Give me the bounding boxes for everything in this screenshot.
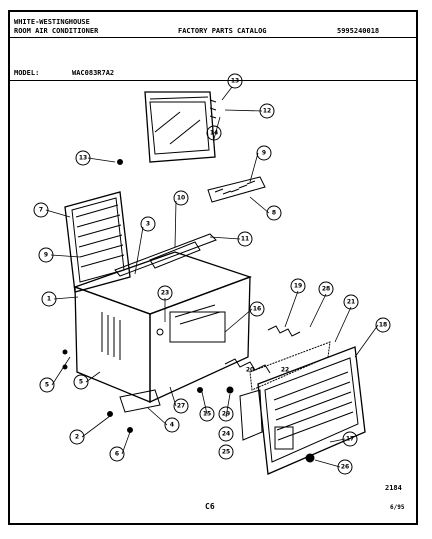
callout-8: 8 [272,210,276,217]
model-value: WAC083R7A2 [72,69,115,77]
coil-part [224,325,301,374]
brand-line-1: WHITE-WESTINGHOUSE [14,18,90,26]
callout-9-right: 9 [262,150,266,157]
front-grille-part [144,91,217,163]
callout-6: 6 [115,451,119,458]
callout-25: 25 [222,449,230,456]
callout-12: 12 [263,108,271,115]
louver-part [207,176,266,203]
base-pan-part [119,389,161,413]
parts-catalog-page: WHITE-WESTINGHOUSE ROOM AIR CONDITIONER … [8,10,418,525]
callout-7: 7 [39,207,43,214]
callout-22: 22 [281,367,289,374]
callout-2: 2 [75,434,79,441]
filter-mesh-part [249,341,331,391]
exploded-parts-diagram: 13 12 14 9 8 13 7 9 3 10 11 1 23 16 19 2… [33,73,391,475]
drawing-number: 2184 [385,484,402,492]
callout-28: 28 [322,286,330,293]
callout-13-left: 13 [79,155,87,162]
model-divider [10,80,416,81]
callout-29: 29 [222,411,230,418]
catalog-title: FACTORY PARTS CATALOG [178,27,267,35]
callout-4: 4 [170,422,174,429]
cabinet-part [73,251,252,404]
callout-26: 26 [341,464,349,471]
callout-16: 16 [253,306,261,313]
callout-5-left: 5 [45,382,49,389]
callout-19: 19 [294,283,302,290]
callout-20: 20 [246,367,254,374]
callout-3: 3 [146,221,150,228]
filter-panel-part [64,191,131,293]
callout-1: 1 [47,296,51,303]
date-code: 6/95 [390,504,405,511]
callout-24: 24 [222,431,230,438]
brand-line-2: ROOM AIR CONDITIONER [14,27,99,35]
header-divider [10,37,416,38]
callout-10: 10 [177,195,185,202]
callout-9-left: 9 [44,252,48,259]
callout-23: 23 [161,290,169,297]
page-code: C6 [205,502,215,511]
callout-13-top: 13 [231,78,239,85]
catalog-number: 5995240018 [337,27,380,35]
model-label: MODEL: [14,69,40,77]
callout-21: 21 [347,299,355,306]
callout-5-right: 5 [79,379,83,386]
callout-14: 14 [210,130,218,137]
control-panel-part [239,389,263,441]
callout-17: 17 [346,436,354,443]
callout-18: 18 [379,322,387,329]
callout-27: 27 [177,403,185,410]
top-bracket-part [114,233,217,277]
callout-15: 15 [203,411,211,418]
callout-11: 11 [241,236,249,243]
